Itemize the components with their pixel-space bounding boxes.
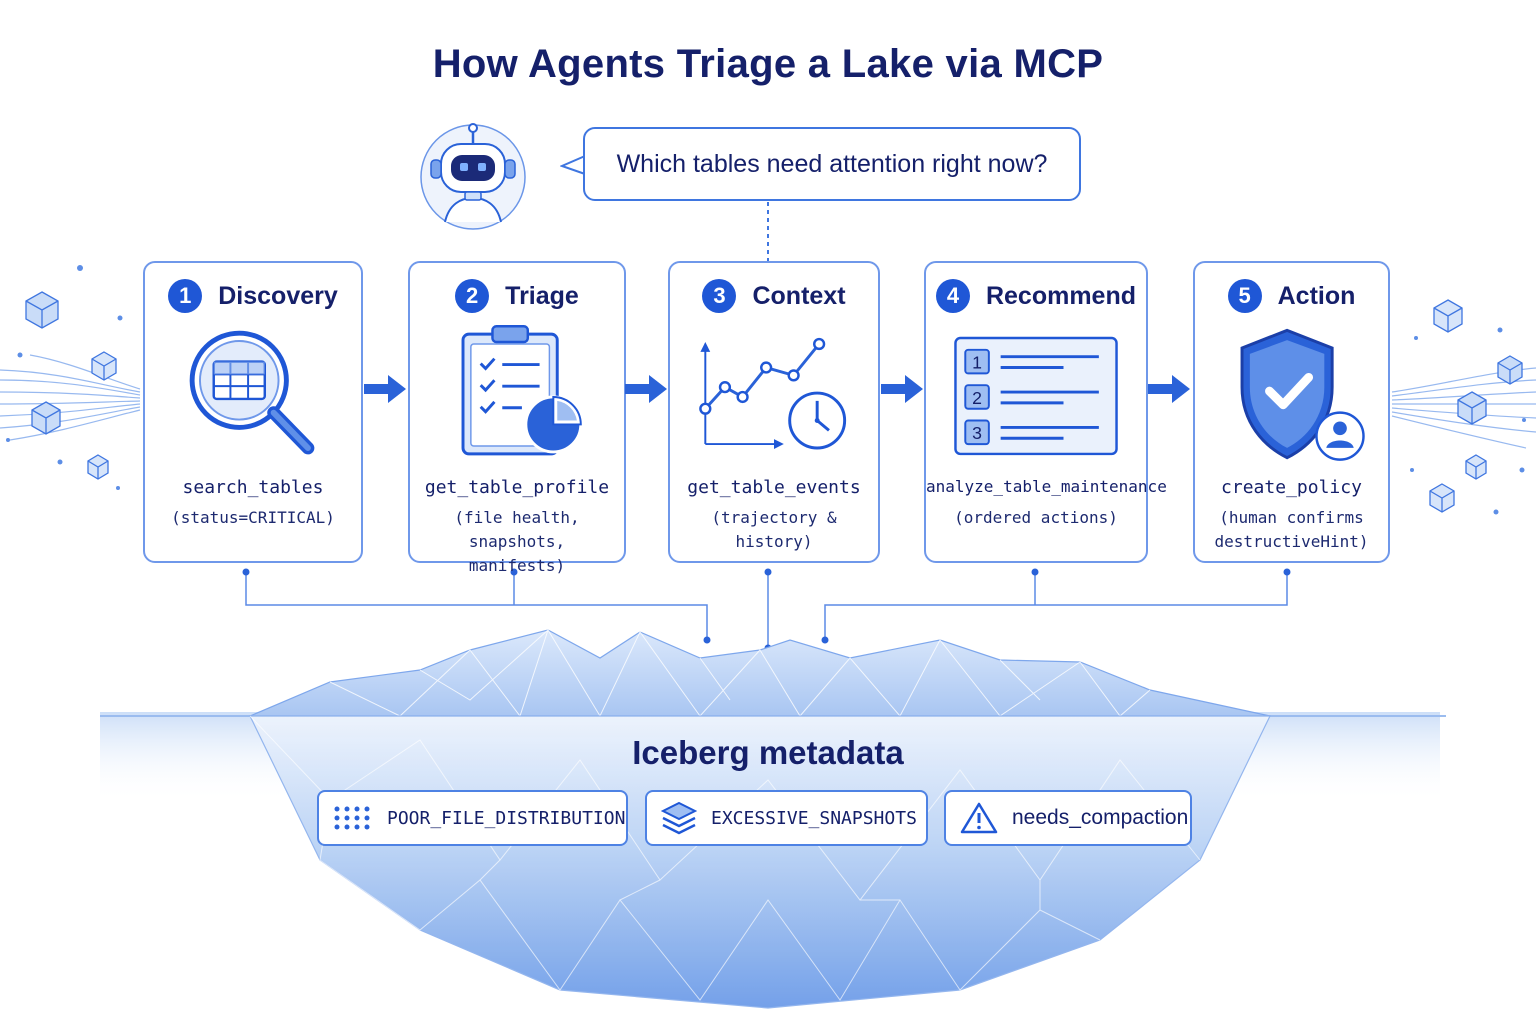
step-number-badge: 1 bbox=[168, 279, 203, 313]
chip-needs-compaction: needs_compaction bbox=[944, 790, 1192, 846]
list-number: 1 bbox=[972, 352, 982, 372]
step-tool-name: analyze_table_maintenance bbox=[926, 477, 1167, 496]
dot-grid-icon bbox=[334, 806, 370, 830]
step-description: (trajectory & history) bbox=[711, 508, 837, 551]
step-number-badge: 5 bbox=[1227, 279, 1262, 313]
layers-icon bbox=[661, 801, 697, 835]
step-description: (human confirms destructiveHint) bbox=[1214, 508, 1369, 551]
step-card-context: 3 Context get_table_events (trajectory &… bbox=[668, 261, 880, 563]
step-tool-name: create_policy bbox=[1221, 477, 1362, 498]
step-description: (status=CRITICAL) bbox=[171, 508, 335, 527]
step-number-badge: 2 bbox=[455, 279, 490, 313]
chip-poor-file-distribution: POOR_FILE_DISTRIBUTION bbox=[317, 790, 628, 846]
step-tool-name: get_table_profile bbox=[424, 477, 610, 498]
chip-label: POOR_FILE_DISTRIBUTION bbox=[387, 807, 626, 829]
arrow-right-icon bbox=[625, 375, 667, 403]
arrow-right-icon bbox=[881, 375, 923, 403]
left-data-stream bbox=[0, 354, 141, 441]
step-tool-name: search_tables bbox=[182, 477, 324, 498]
chip-excessive-snapshots: EXCESSIVE_SNAPSHOTS bbox=[645, 790, 928, 846]
step-description: (ordered actions) bbox=[954, 508, 1118, 527]
step-title: Triage bbox=[505, 281, 579, 310]
iceberg-facets-top bbox=[329, 628, 1151, 718]
question-text: Which tables need attention right now? bbox=[616, 149, 1048, 178]
page-title: How Agents Triage a Lake via MCP bbox=[432, 42, 1104, 86]
card-connectors bbox=[245, 572, 1288, 648]
robot-avatar-icon bbox=[420, 123, 526, 230]
chip-label: EXCESSIVE_SNAPSHOTS bbox=[711, 807, 917, 829]
shield-check-user-icon bbox=[1240, 328, 1365, 461]
step-title: Context bbox=[752, 281, 846, 310]
step-number-badge: 3 bbox=[702, 279, 737, 313]
step-title: Recommend bbox=[985, 281, 1137, 310]
magnifier-table-icon bbox=[189, 330, 315, 455]
step-number-badge: 4 bbox=[935, 279, 970, 313]
scatter-dots bbox=[6, 265, 1526, 515]
step-card-recommend: 4 Recommend 1 2 3 analyze_table_maintena… bbox=[924, 261, 1167, 563]
bubble-tail bbox=[560, 155, 586, 175]
ordered-list-icon: 1 2 3 bbox=[954, 336, 1118, 456]
data-cubes bbox=[25, 291, 1523, 513]
step-description: (file health, snapshots, manifests) bbox=[454, 508, 580, 575]
question-bubble: Which tables need attention right now? bbox=[583, 127, 1081, 201]
chip-label: needs_compaction bbox=[1012, 806, 1189, 829]
line-chart-clock-icon bbox=[699, 337, 847, 450]
warning-icon bbox=[960, 802, 998, 834]
iceberg-tip bbox=[249, 629, 1271, 717]
clipboard-pie-icon bbox=[461, 325, 583, 456]
connector-dots bbox=[242, 568, 1291, 652]
step-card-discovery: 1 Discovery search_tables (status=CRITIC… bbox=[143, 261, 363, 563]
step-title: Discovery bbox=[218, 281, 338, 310]
step-tool-name: get_table_events bbox=[687, 477, 861, 498]
list-number: 2 bbox=[972, 388, 982, 408]
step-card-action: 5 Action create_policy (human confirms d… bbox=[1193, 261, 1390, 563]
step-title: Action bbox=[1277, 281, 1356, 310]
arrow-right-icon bbox=[1148, 375, 1190, 403]
list-number: 3 bbox=[972, 423, 982, 443]
metadata-title: Iceberg metadata bbox=[632, 734, 904, 771]
arrow-right-icon bbox=[364, 375, 406, 403]
step-card-triage: 2 Triage get_table_profile (file health,… bbox=[408, 261, 626, 575]
